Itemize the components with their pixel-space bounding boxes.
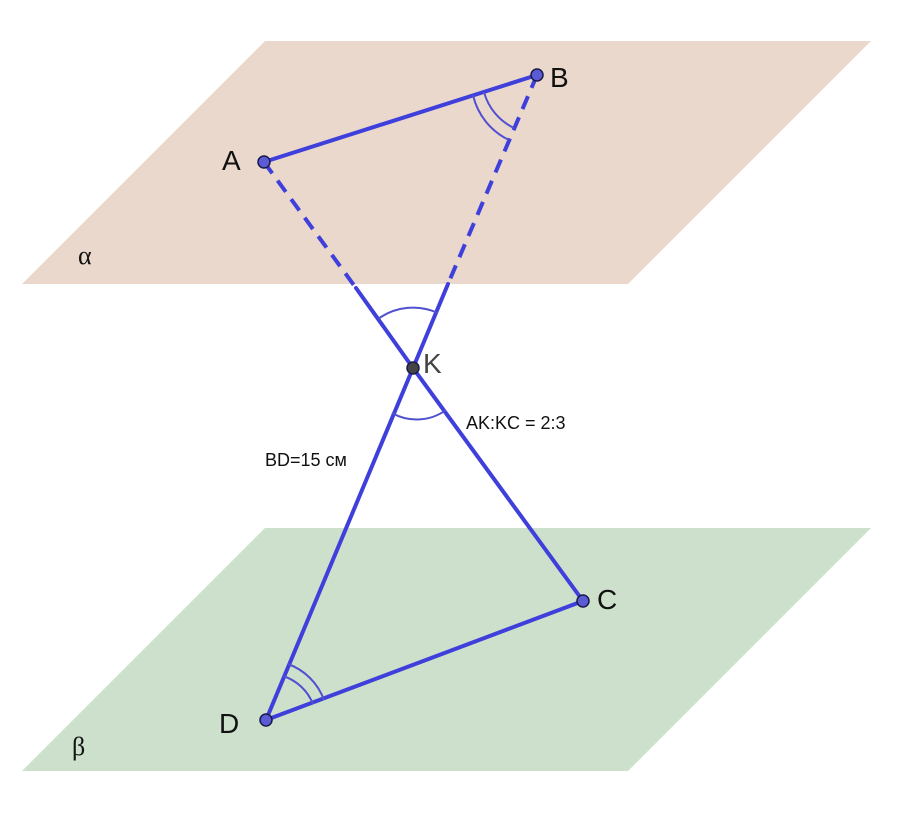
label-plane-beta: β [72,732,85,761]
angle-arc-k-top [377,306,439,320]
plane-alpha [22,41,871,284]
point-a [257,155,271,169]
segment-ak-dashed [262,160,358,290]
label-d: D [219,708,239,739]
label-k: K [423,348,442,379]
point-d [259,713,273,727]
point-b [530,68,544,82]
segment-ab [262,73,539,164]
label-a: A [222,145,241,176]
plane-beta [22,528,871,771]
angle-arc-d-outer [287,663,325,701]
segment-kc [411,366,585,603]
point-k [406,361,420,375]
angle-arc-k-bottom [391,409,447,421]
annotation-bd-length: BD=15 см [265,450,347,470]
label-plane-alpha: α [78,241,92,270]
segment-bk-dashed [446,74,539,285]
annotation-ak-kc-ratio: AK:KC = 2:3 [466,413,566,433]
points [257,68,590,727]
angle-arc-b-inner [483,91,515,129]
label-c: C [597,584,617,615]
angle-arc-d-inner [282,675,314,705]
segment-kd [264,366,415,722]
segment-bk-solid [411,282,450,370]
point-c [576,594,590,608]
angle-arcs [282,91,515,705]
segments [262,73,585,722]
segment-ak-solid [354,286,415,370]
segment-dc [264,599,585,722]
angle-arc-b-outer [472,94,510,141]
label-b: B [550,62,569,93]
